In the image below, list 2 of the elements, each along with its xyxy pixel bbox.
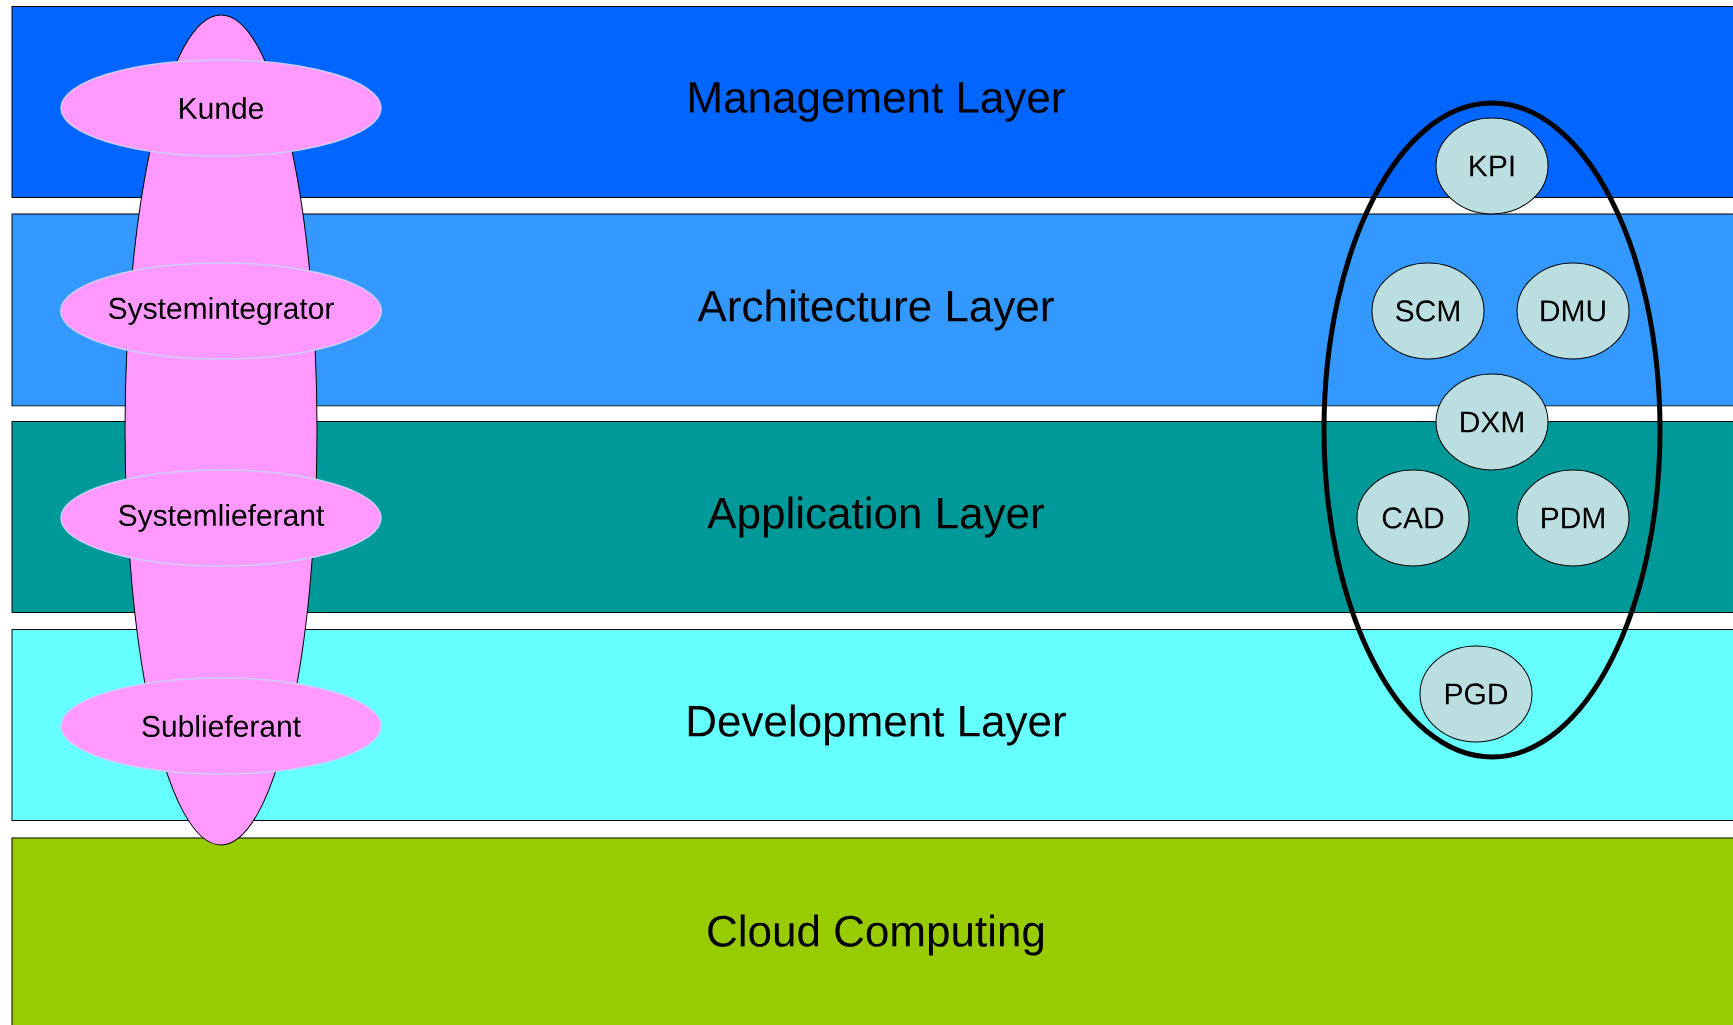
- group-ellipse: [1321, 100, 1663, 760]
- layer-band: Cloud Computing: [11, 837, 1733, 1025]
